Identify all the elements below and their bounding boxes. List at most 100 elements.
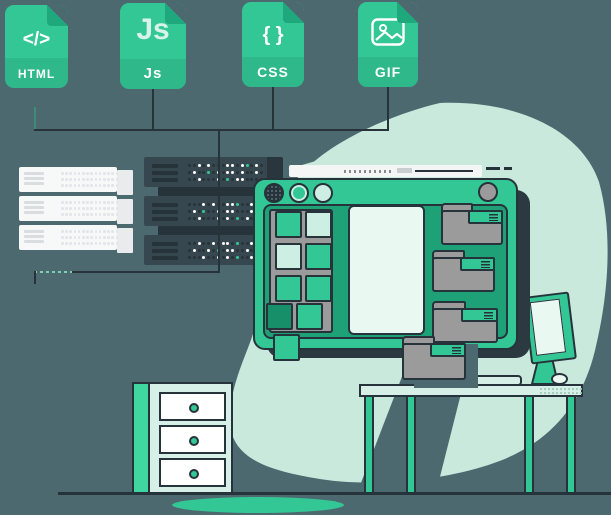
led-dot	[86, 184, 89, 187]
connector-vertical-css	[272, 87, 274, 131]
led-dot	[77, 236, 81, 239]
led-dot	[111, 172, 114, 175]
browser-bar-dots	[344, 170, 392, 173]
led-dot	[69, 184, 72, 187]
led-dot	[231, 256, 235, 259]
led-dot	[61, 236, 64, 239]
led-dot	[221, 256, 225, 259]
drawer	[159, 425, 226, 454]
led-dot	[94, 213, 98, 216]
led-dot	[250, 178, 254, 181]
underline-solid	[72, 271, 220, 273]
server-bar	[24, 211, 44, 214]
led-dot	[86, 230, 89, 233]
led-dot	[90, 236, 93, 239]
led-dot	[221, 203, 225, 206]
led-dot	[90, 184, 93, 187]
led-dot	[240, 171, 244, 174]
led-dot	[245, 249, 249, 252]
led-dot	[107, 242, 110, 245]
server-bar	[152, 249, 178, 253]
led-dot	[115, 172, 119, 175]
led-dot	[240, 203, 244, 206]
led-dot	[115, 201, 119, 204]
led-dot	[231, 164, 235, 167]
led-dot	[86, 207, 89, 210]
badge-label: HTML	[17, 67, 56, 81]
led-dot	[188, 210, 191, 213]
led-dot	[73, 201, 77, 204]
server-bar	[152, 242, 178, 246]
led-dot	[260, 164, 263, 167]
led-dot	[188, 171, 191, 174]
led-dot	[212, 164, 215, 167]
led-dot	[77, 178, 81, 181]
server-bar	[24, 240, 44, 243]
led-dot	[65, 178, 68, 181]
led-dot	[107, 172, 110, 175]
led-dot	[212, 242, 215, 245]
led-dot	[90, 230, 93, 233]
led-dot	[90, 201, 93, 204]
led-dot	[226, 164, 230, 167]
led-dot	[65, 184, 68, 187]
connector-vertical-html	[34, 107, 36, 131]
server-unit-dark	[144, 157, 283, 187]
thumbnail-square	[266, 303, 293, 330]
led-dot	[77, 242, 81, 245]
led-dot	[73, 178, 77, 181]
led-dot	[77, 172, 81, 175]
menu-icon	[452, 347, 461, 354]
badge-label: CSS	[257, 64, 289, 80]
floor-line	[58, 492, 611, 495]
led-dot	[94, 172, 98, 175]
led-dot	[73, 184, 77, 187]
led-dot	[94, 230, 98, 233]
led-dot	[212, 217, 215, 220]
server-bar	[152, 203, 178, 207]
server-unit-light	[19, 225, 119, 250]
led-dot	[77, 230, 81, 233]
server-unit-light	[19, 167, 119, 192]
badge-css: { } CSS	[242, 2, 304, 87]
server-end-cap	[117, 170, 133, 195]
led-dot	[250, 164, 254, 167]
led-dot	[73, 213, 77, 216]
led-dot	[65, 236, 68, 239]
server-bar	[152, 171, 178, 175]
led-dot	[90, 178, 93, 181]
server-bar	[24, 201, 44, 204]
led-dot	[69, 201, 72, 204]
led-dot	[192, 164, 196, 167]
led-dot	[236, 171, 239, 174]
led-dot	[94, 236, 98, 239]
led-dot	[207, 178, 211, 181]
led-dot	[245, 217, 249, 220]
led-dot	[188, 203, 191, 206]
led-dot	[197, 171, 201, 174]
led-dot	[69, 213, 72, 216]
led-dot	[69, 172, 72, 175]
window-control-1	[264, 183, 284, 203]
menu-icon	[489, 214, 498, 221]
desk-leg	[364, 395, 374, 495]
led-dot	[65, 213, 68, 216]
folder-label-bar	[430, 343, 466, 357]
led-dot	[231, 171, 235, 174]
led-dot	[236, 210, 239, 213]
led-dot	[202, 203, 206, 206]
browser-bar-chip	[397, 168, 412, 173]
badge-band	[5, 58, 68, 88]
underline-tick	[34, 271, 36, 284]
dash-right-2	[504, 167, 512, 170]
led-dot	[103, 184, 106, 187]
led-dot	[188, 242, 191, 245]
led-dot	[90, 242, 93, 245]
led-dot	[212, 210, 215, 213]
led-dot	[98, 178, 102, 181]
led-dot	[231, 242, 235, 245]
server-bar	[24, 177, 44, 180]
led-dot	[82, 184, 85, 187]
led-dot	[94, 178, 98, 181]
badge-band	[242, 57, 304, 87]
